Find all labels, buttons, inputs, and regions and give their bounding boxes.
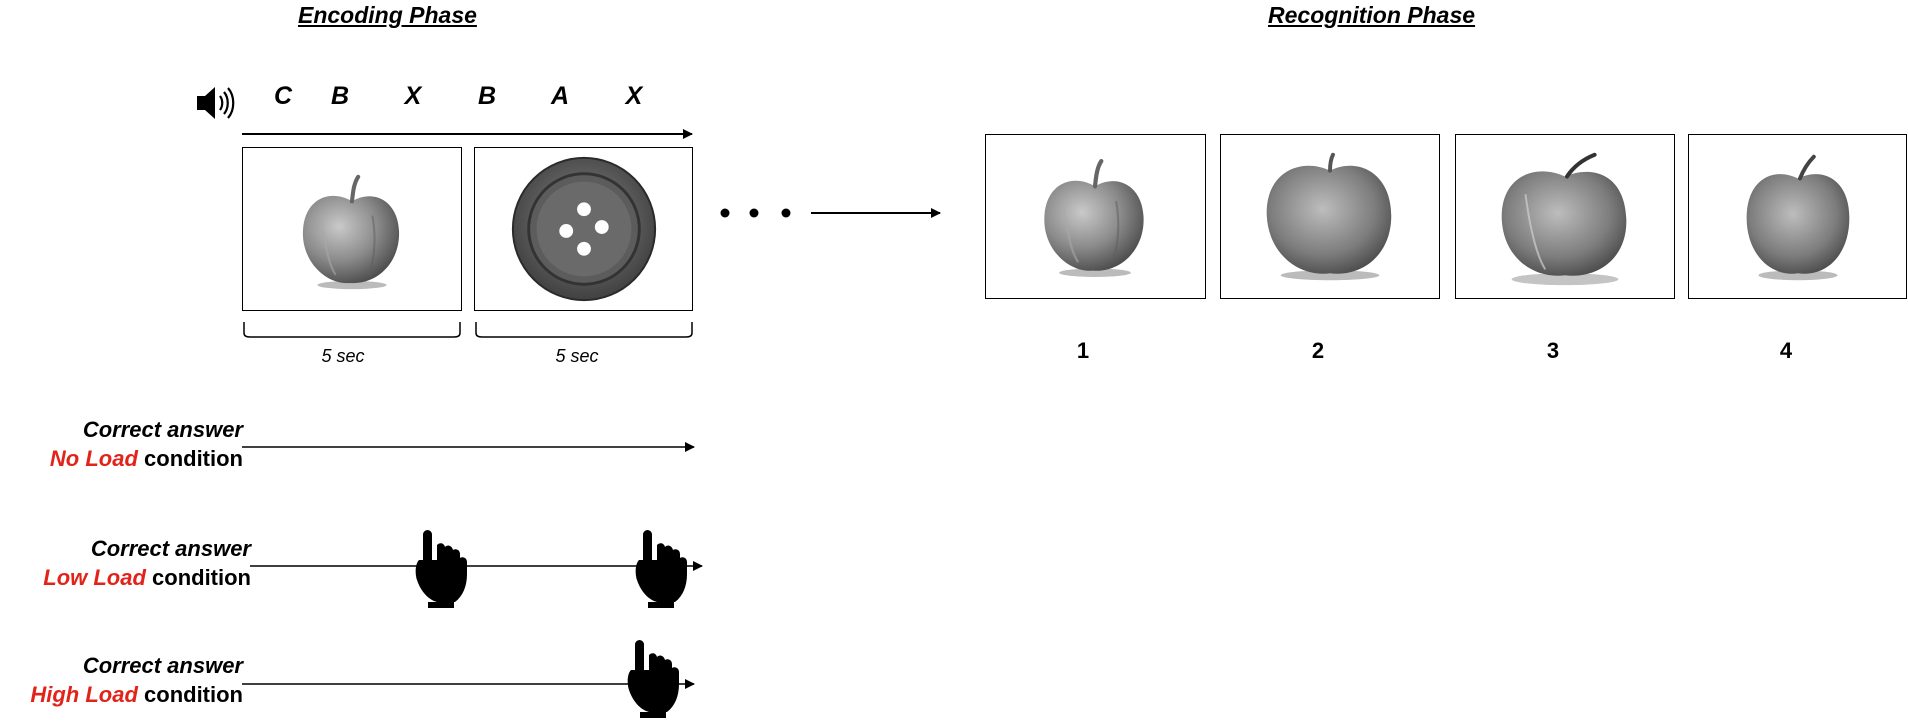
pointing-hand-icon bbox=[627, 640, 679, 718]
letter-5: X bbox=[625, 82, 643, 110]
condition-line1: Correct answer bbox=[90, 536, 251, 561]
option-number-4: 4 bbox=[1779, 338, 1793, 363]
condition-suffix: condition bbox=[137, 446, 243, 471]
apple-image bbox=[1501, 152, 1627, 286]
option-number-3: 3 bbox=[1546, 338, 1560, 363]
letter-1: B bbox=[330, 82, 350, 110]
condition-load: No Load bbox=[49, 446, 138, 471]
stimulus-frame-apple bbox=[242, 147, 462, 311]
duration-brace-1 bbox=[475, 322, 693, 338]
duration-label-0: 5 sec bbox=[321, 346, 365, 366]
condition-line1: Correct answer bbox=[82, 417, 243, 442]
recognition-option-4 bbox=[1688, 134, 1907, 299]
pointing-hand-icon bbox=[415, 530, 467, 608]
condition-label-low-load: Correct answer Low Load condition bbox=[43, 534, 251, 592]
recognition-phase-title: Recognition Phase bbox=[1268, 2, 1476, 28]
recognition-option-3 bbox=[1455, 134, 1675, 299]
recognition-option-1 bbox=[985, 134, 1206, 299]
recognition-option-2 bbox=[1220, 134, 1440, 299]
condition-load: Low Load bbox=[43, 565, 146, 590]
encoding-phase-title: Encoding Phase bbox=[298, 2, 477, 28]
option-number-2: 2 bbox=[1311, 338, 1325, 363]
condition-label-no-load: Correct answer No Load condition bbox=[50, 415, 243, 473]
apple-image bbox=[1266, 152, 1392, 281]
condition-load: High Load bbox=[30, 682, 138, 707]
option-number-1: 1 bbox=[1076, 338, 1090, 363]
pointing-hand-icon bbox=[635, 530, 687, 608]
speaker-icon bbox=[197, 87, 235, 119]
letter-2: X bbox=[404, 82, 422, 110]
button-image bbox=[511, 156, 657, 302]
condition-line1: Correct answer bbox=[82, 653, 243, 678]
stimulus-frame-button bbox=[474, 147, 693, 311]
condition-suffix: condition bbox=[137, 682, 243, 707]
condition-suffix: condition bbox=[145, 565, 251, 590]
duration-label-1: 5 sec bbox=[555, 346, 599, 366]
letter-0: C bbox=[273, 82, 293, 110]
ellipsis-dots bbox=[720, 208, 791, 218]
apple-image bbox=[1746, 154, 1850, 281]
letter-4: A bbox=[550, 82, 570, 110]
duration-brace-0 bbox=[243, 322, 461, 338]
condition-label-high-load: Correct answer High Load condition bbox=[30, 651, 243, 709]
letter-3: B bbox=[477, 82, 497, 110]
